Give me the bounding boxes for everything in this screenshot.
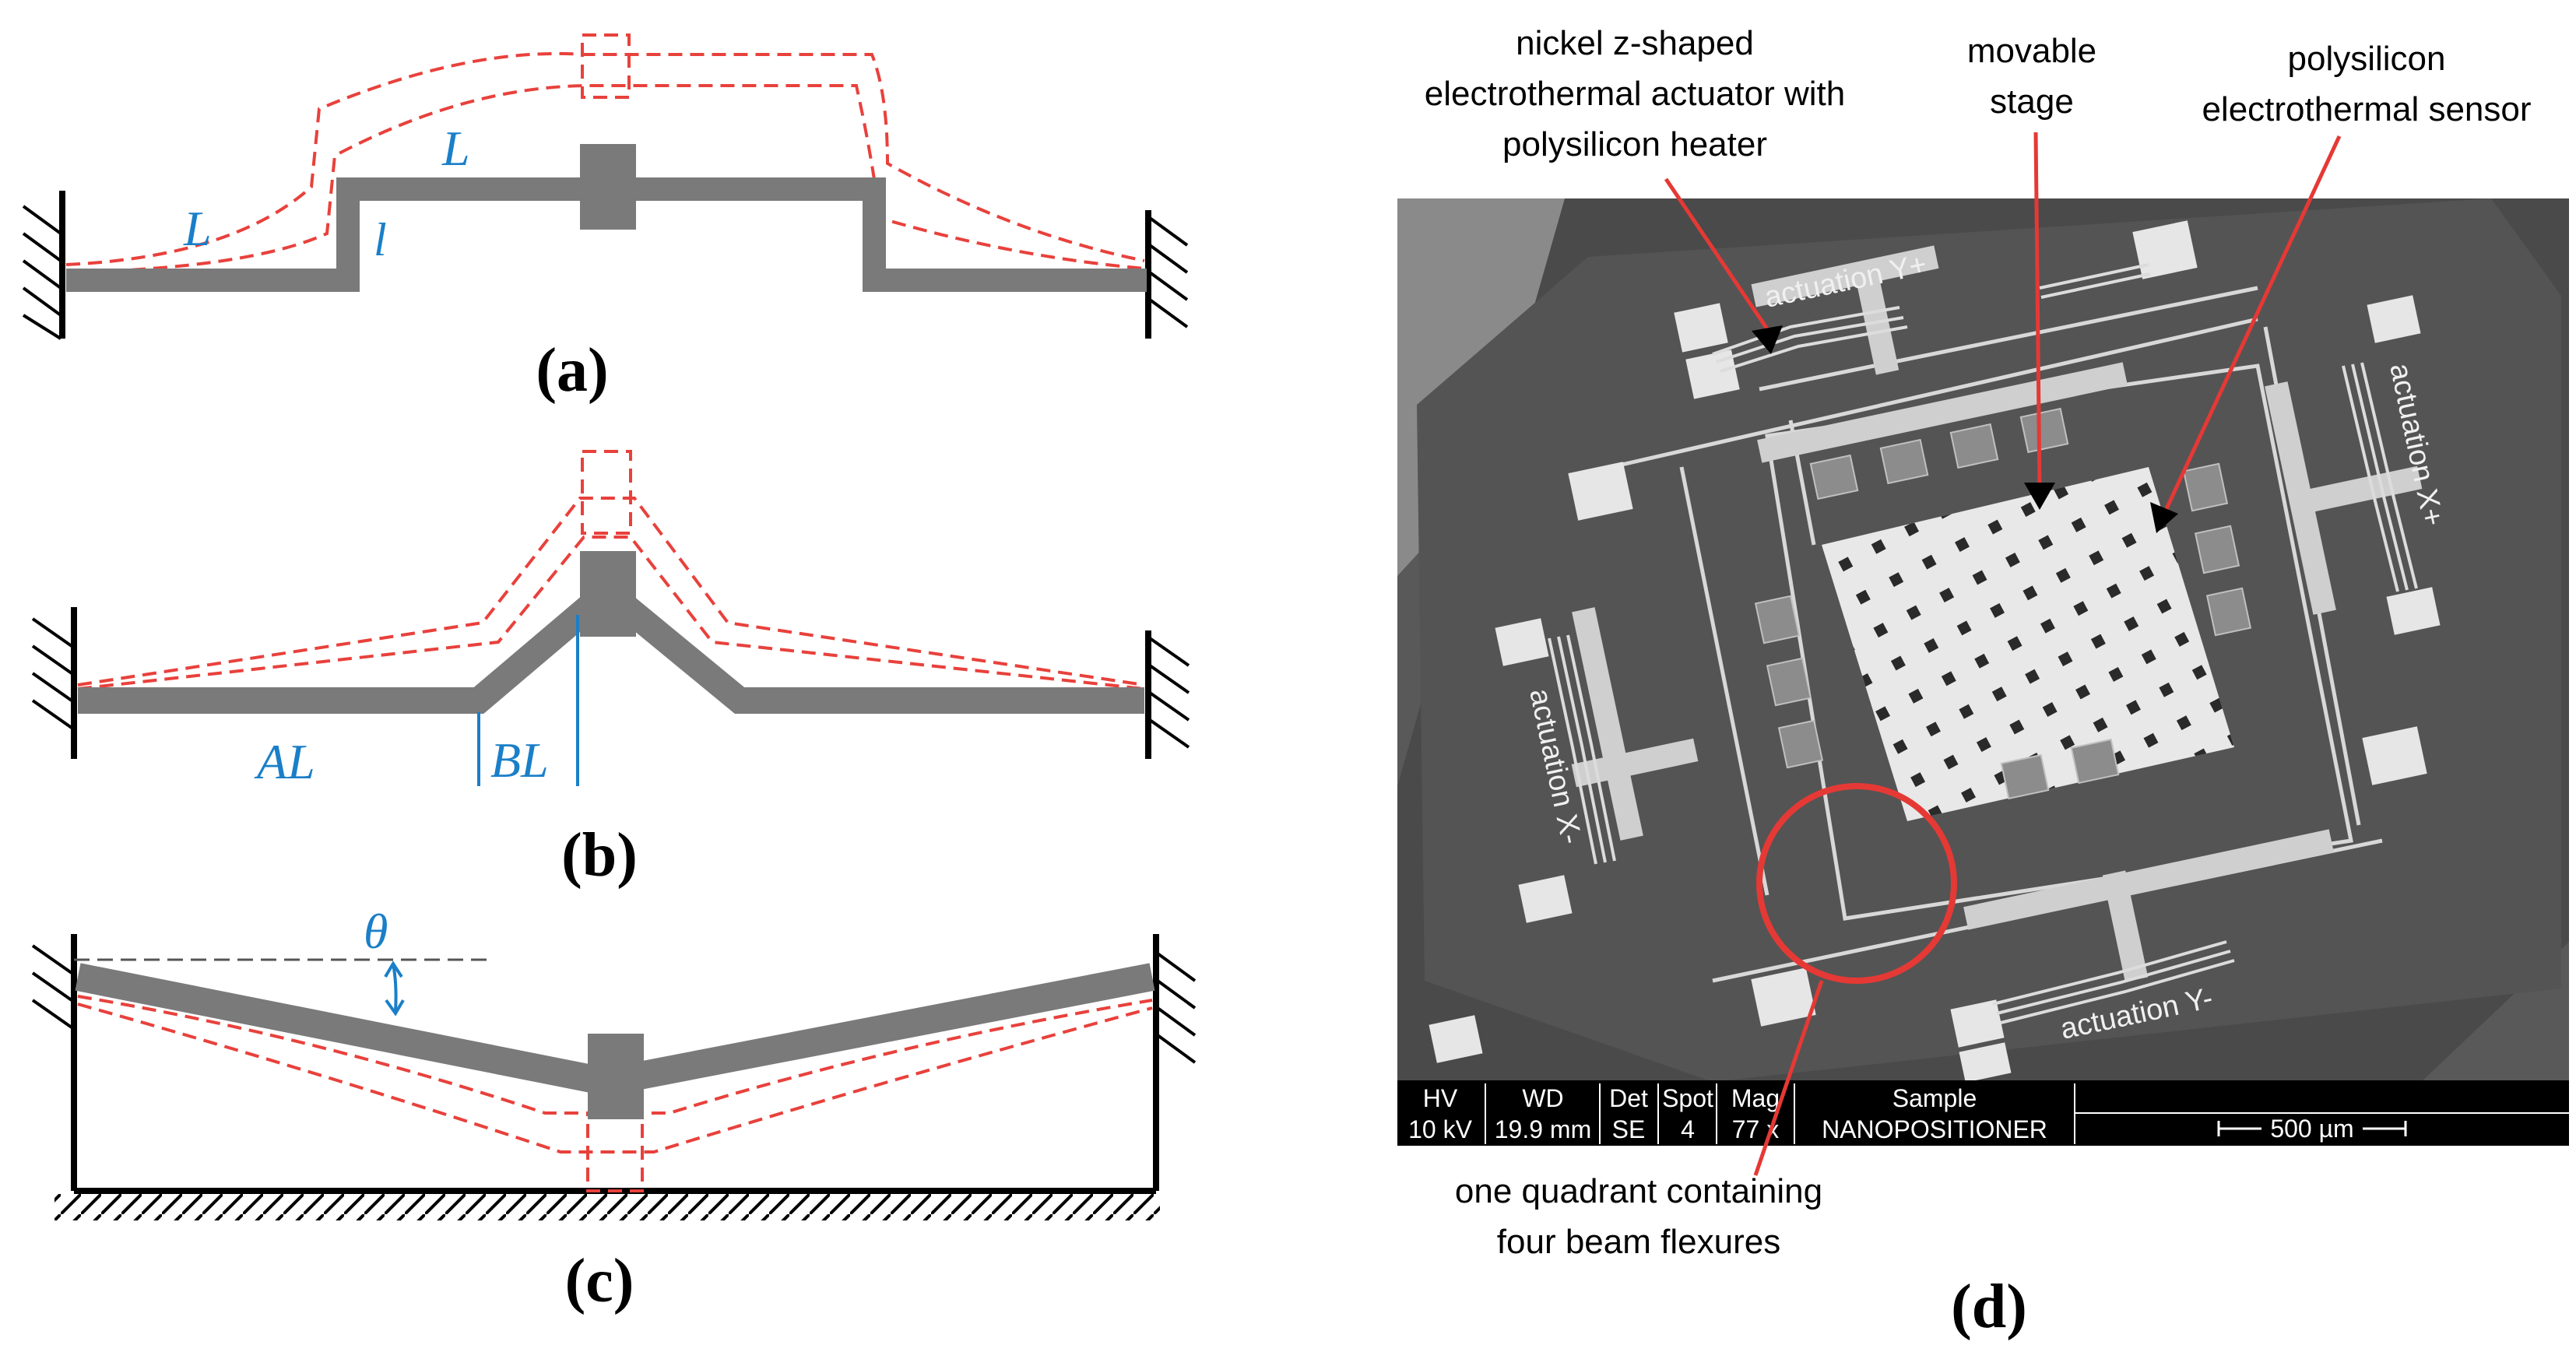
info-value-hv: 10 kV — [1408, 1115, 1472, 1143]
info-value-sample: NANOPOSITIONER — [1822, 1115, 2047, 1143]
info-value-wd: 19.9 mm — [1495, 1115, 1591, 1143]
callout-leaders — [1664, 132, 2342, 1176]
fixed-support-left — [22, 191, 65, 340]
callout-sensor-line2: electrothermal sensor — [2202, 90, 2531, 128]
panel-b: AL BL (b) — [31, 450, 1190, 890]
info-value-spot: 4 — [1681, 1115, 1695, 1143]
panel-c: θ (c) — [31, 904, 1197, 1315]
bent-beam — [78, 551, 1144, 714]
info-value-det: SE — [1612, 1115, 1646, 1143]
length-label-BL: BL — [490, 732, 549, 788]
movable-stage — [1822, 467, 2234, 821]
fixed-support-right — [1153, 934, 1197, 1191]
sensor-pads — [1754, 407, 2252, 800]
fixed-support-right — [1145, 210, 1189, 339]
callout-quadrant-line2: four beam flexures — [1497, 1223, 1780, 1261]
caption-c: (c) — [565, 1247, 634, 1315]
info-header-spot: Spot — [1662, 1084, 1713, 1112]
scale-bar-label: 500 µm — [2270, 1115, 2353, 1143]
deformed-shape — [77, 450, 1145, 690]
info-header-sample: Sample — [1892, 1084, 1977, 1112]
sem-info-bar: HV WD Det Spot Mag Sample 10 kV 19.9 mm … — [1397, 1080, 2569, 1146]
angle-arrow — [384, 960, 405, 1017]
panel-d: actuation Y+ actuation X+ actuation X- a… — [1397, 24, 2569, 1341]
callout-arrowheads — [1752, 325, 2178, 533]
caption-b: (b) — [561, 821, 638, 890]
z-actuators — [1548, 263, 2418, 1024]
actuator-arms — [1571, 245, 2423, 982]
panel-a: L L l (a) — [22, 33, 1189, 405]
length-label-AL: AL — [254, 734, 315, 789]
callout-stage-line2: stage — [1990, 83, 2074, 121]
quadrant-highlight-circle — [1756, 783, 1957, 984]
inclined-beam — [75, 963, 1155, 1119]
callout-stage-line1: movable — [1967, 32, 2096, 70]
info-header-hv: HV — [1423, 1084, 1458, 1112]
bond-pads — [1429, 220, 2441, 1083]
fixed-support-right — [1145, 630, 1190, 759]
length-label-left: L — [183, 201, 212, 256]
sem-image: actuation Y+ actuation X+ actuation X- a… — [1397, 198, 2569, 1083]
dimension-lines — [477, 615, 579, 786]
fixed-support-left — [31, 934, 77, 1191]
length-label-l: l — [374, 214, 387, 265]
info-header-wd: WD — [1522, 1084, 1563, 1112]
info-header-det: Det — [1609, 1084, 1648, 1112]
callout-quadrant-line1: one quadrant containing — [1455, 1172, 1822, 1210]
info-header-mag: Mag — [1731, 1084, 1780, 1112]
deformed-shape — [65, 33, 1145, 274]
callout-actuator-line1: nickel z-shaped — [1516, 24, 1754, 62]
z-beam — [66, 144, 1147, 292]
scale-bar: 500 µm — [2217, 1115, 2407, 1143]
ground-substrate — [54, 1188, 1160, 1220]
length-label-top: L — [441, 121, 470, 176]
callout-actuator-line2: electrothermal actuator with — [1425, 75, 1845, 113]
callout-actuator-line3: polysilicon heater — [1502, 125, 1767, 163]
angle-label-theta: θ — [364, 904, 388, 959]
callout-sensor-line1: polysilicon — [2288, 40, 2446, 78]
caption-d: (d) — [1951, 1273, 2027, 1341]
caption-a: (a) — [536, 336, 608, 405]
fixed-support-left — [31, 607, 77, 759]
